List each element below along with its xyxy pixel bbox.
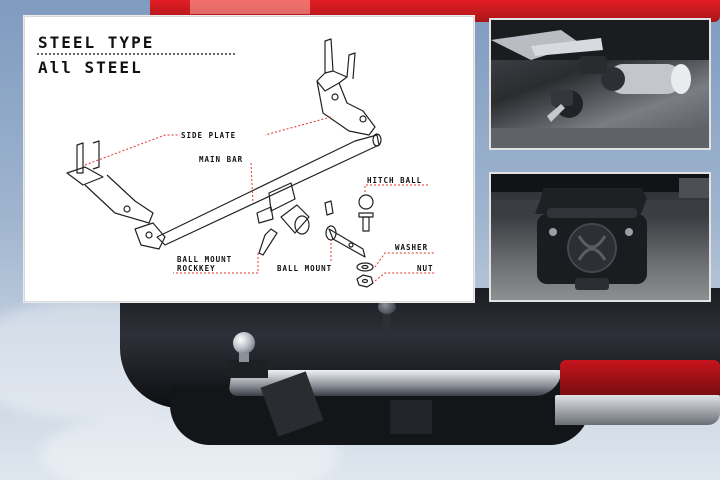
title-divider [37,53,235,55]
ball-mount-drawing [324,200,366,258]
label-nut: NUT [417,264,434,273]
label-hitch-ball: HITCH BALL [367,176,423,185]
label-side-plate: SIDE PLATE [181,131,237,140]
leader-side-plate-right [264,116,332,136]
leader-washer [374,252,435,268]
receiver-drawing [256,182,310,235]
corner-chrome-trim [555,395,720,425]
label-ball-mount-rockkey-line1: BALL MOUNT [177,255,233,264]
parts-diagram-panel: STEEL TYPE All STEEL [24,16,474,302]
label-main-bar: MAIN BAR [199,155,244,164]
title-steel-type: STEEL TYPE [38,33,155,52]
leader-side-plate-left [84,134,180,166]
photo-trailer-connector [489,172,711,302]
title-all-steel: All STEEL [38,58,143,77]
leader-nut [374,272,435,282]
hitch-parts-drawing [66,38,435,288]
rear-reflector [560,360,720,400]
trailer-connector-socket-icon [491,174,709,290]
label-ball-mount: BALL MOUNT [277,264,333,273]
rockkey-drawing [258,228,278,256]
installed-ball-mount [228,360,268,378]
label-ball-mount-rockkey-line2: ROCKKEY [177,264,216,273]
center-mount-bolt [378,300,396,314]
hitch-bracket [390,400,432,434]
hitch-lock-key-icon [491,20,709,148]
leader-hitch-ball [364,184,430,192]
installed-hitch-ball [233,332,255,354]
main-bar-drawing [156,133,382,246]
nut-drawing [356,274,374,288]
label-washer: WASHER [395,243,429,252]
leader-ball-mount-rockkey [173,253,259,274]
washer-drawing [356,262,374,272]
tail-light-highlight [190,0,310,14]
side-plate-right-drawing [316,38,376,136]
hitch-ball-neck [239,352,249,362]
photo-hitch-lock [489,18,711,150]
center-mount-post [383,305,391,331]
hitch-ball-drawing [358,194,374,232]
leader-main-bar [250,162,254,204]
side-plate-left-drawing [66,140,166,250]
